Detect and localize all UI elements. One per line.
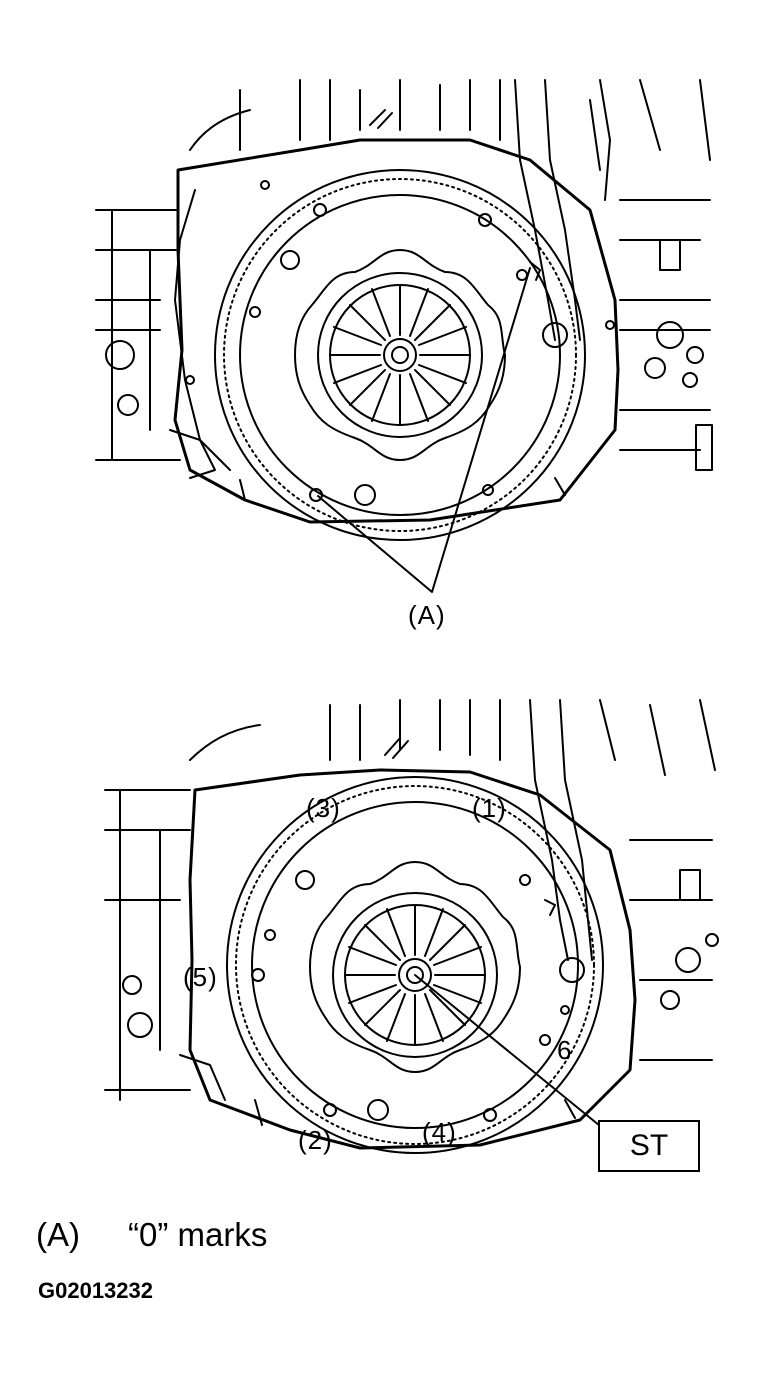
housing-outline [173,138,620,524]
callout-a-label: (A) [408,600,446,630]
hose-2 [529,699,569,961]
pressure-plate-cover-2 [309,861,521,1073]
figure-code: G02013232 [38,1278,153,1303]
disc-hub-2 [398,958,432,992]
bolt-number-3: (3) [306,793,341,823]
cover-bolts [185,180,615,506]
clutch-disc [317,272,483,438]
disc-spokes [329,284,471,426]
bolt-number-1: (1) [472,793,507,823]
cover-bolts-2 [251,870,585,1122]
special-tool-label: ST [598,1120,700,1172]
disc-hub [383,338,417,372]
hose [514,79,556,341]
housing-outline-2 [188,768,637,1150]
bolt-number-4: (4) [422,1117,457,1147]
pressure-plate-cover [294,249,506,461]
legend-key: (A) [36,1216,80,1253]
st-leader [414,974,606,1131]
bolt-number-6: 6 [557,1035,573,1065]
callout-a-leaders [317,267,531,593]
top-clutch-view [95,79,713,593]
bottom-clutch-view [104,699,719,1154]
clutch-disc-2 [332,892,498,1058]
disc-spokes-2 [344,904,486,1046]
engine-block-background [95,79,713,471]
engine-block-background-2 [104,699,719,1101]
ring-gear [214,169,586,541]
bolt-number-2: (2) [298,1125,333,1155]
legend-text: “0” marks [128,1216,268,1253]
bolt-number-5: (5) [183,962,218,992]
ring-gear-2 [226,776,604,1154]
